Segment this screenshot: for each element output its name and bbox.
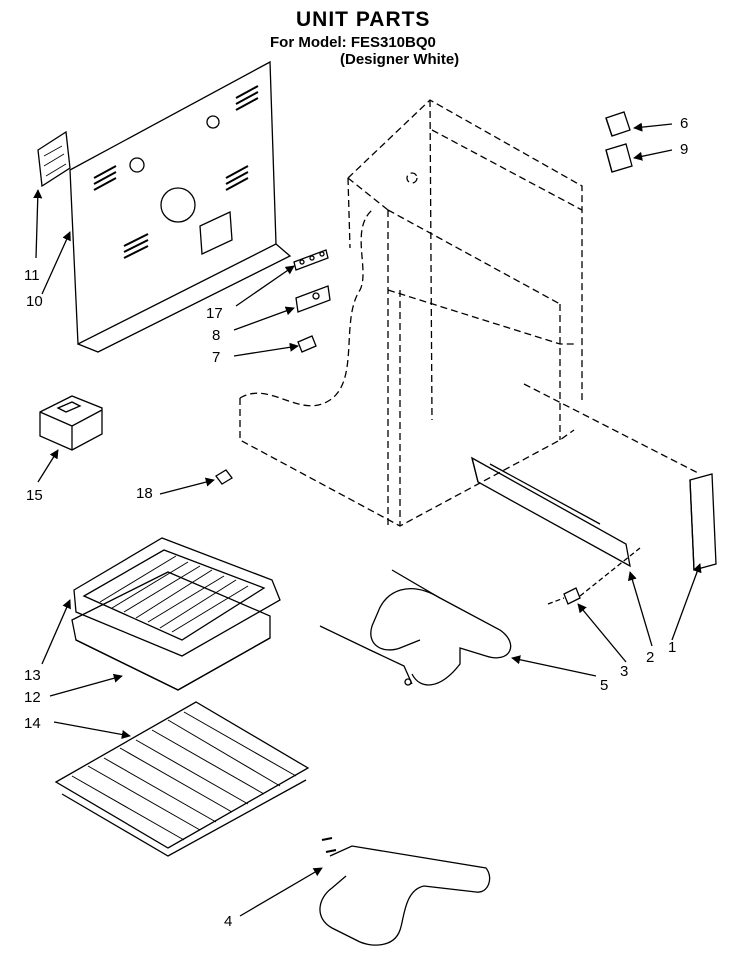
diagram-title: UNIT PARTS: [296, 8, 431, 31]
callout-8: 8: [212, 327, 220, 344]
callout-9: 9: [680, 141, 688, 158]
part-11-gasket: [37, 130, 71, 188]
leader-lines: [33, 122, 702, 917]
callout-2: 2: [646, 649, 654, 666]
part-9-knob: [605, 143, 633, 173]
callout-10: 10: [26, 293, 43, 310]
callout-5: 5: [600, 677, 608, 694]
part-18-clip: [215, 469, 233, 485]
part-17-terminal-block: [293, 249, 329, 271]
callout-15: 15: [26, 487, 43, 504]
part-12-broiler-pan: [71, 571, 271, 691]
callout-4: 4: [224, 913, 232, 930]
callout-11: 11: [24, 267, 40, 284]
part-14-oven-rack: [54, 701, 310, 857]
callout-3: 3: [620, 663, 628, 680]
part-8-bracket: [295, 285, 331, 313]
callout-1: 1: [668, 639, 676, 656]
callout-17: 17: [206, 305, 223, 322]
callout-13: 13: [24, 667, 41, 684]
part-6-knob: [605, 111, 631, 137]
part-13-broiler-grid: [73, 537, 281, 657]
model-line: For Model: FES310BQ0: [270, 34, 436, 51]
part-4-bake-element: [319, 837, 491, 946]
color-line: (Designer White): [340, 51, 460, 68]
part-7-clip: [297, 335, 317, 353]
part-3-screw: [547, 547, 641, 605]
callout-12: 12: [24, 689, 41, 706]
callout-14: 14: [24, 715, 41, 732]
part-15-timer: [39, 395, 103, 451]
part-10-back-panel: [69, 60, 292, 353]
callout-6: 6: [680, 115, 688, 132]
cabinet-outline: [239, 99, 701, 527]
part-2-rail: [471, 456, 631, 568]
callout-18: 18: [136, 485, 153, 502]
part-1-end-cap: [689, 473, 717, 571]
callout-7: 7: [212, 349, 220, 366]
callout-numbers: 11 10 17 8 7 15 18 13 12 14 4 6 9 1 2 3 …: [24, 115, 688, 930]
part-5-broil-element: [319, 569, 512, 686]
